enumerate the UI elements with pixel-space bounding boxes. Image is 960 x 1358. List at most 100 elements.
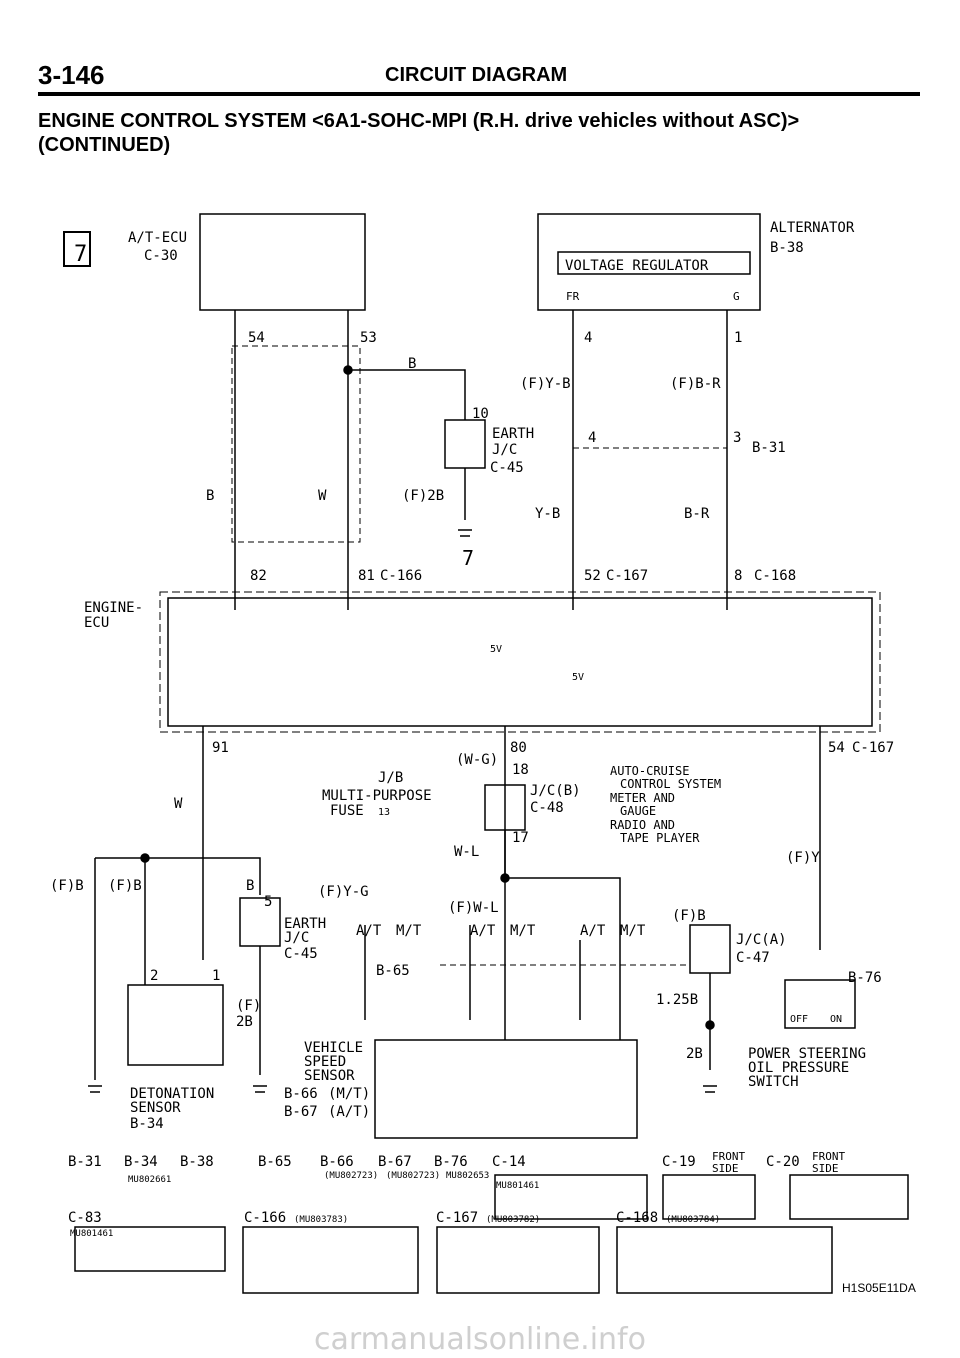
c45-label: C-45 xyxy=(490,460,524,476)
ps-label-2: OIL PRESSURE xyxy=(748,1060,849,1076)
wire-fb-right: (F)B xyxy=(672,908,706,924)
conn-c167: C-167 xyxy=(436,1210,478,1226)
note-6: TAPE PLAYER xyxy=(620,831,700,845)
c47-label: C-47 xyxy=(736,950,770,966)
switch-off: OFF xyxy=(790,1014,808,1025)
front-side-2: FRONT xyxy=(812,1150,845,1163)
jcb-label: J/C(B) xyxy=(530,783,581,799)
engine-ecu-label-2: ECU xyxy=(84,615,109,631)
pn-mu802723-a: (MU802723) xyxy=(324,1171,378,1181)
pin-53: 53 xyxy=(360,330,377,346)
note-2: CONTROL SYSTEM xyxy=(620,777,721,791)
conn-c14: C-14 xyxy=(492,1154,526,1170)
detonation-label-2: SENSOR xyxy=(130,1100,181,1116)
pin-10: 10 xyxy=(472,406,489,422)
conn-c83: C-83 xyxy=(68,1210,102,1226)
wire-fb-left: (F)B xyxy=(50,878,84,894)
vss-label-2: SPEED xyxy=(304,1054,346,1070)
page-box-ref: 7 xyxy=(462,546,474,570)
alternator-box xyxy=(537,213,761,311)
fuse-number: 13 xyxy=(378,807,390,818)
pin-18: 18 xyxy=(512,762,529,778)
conn-b38: B-38 xyxy=(180,1154,214,1170)
diagram-code: H1S05E11DA xyxy=(842,1281,916,1295)
earth-jc-label-2: J/C xyxy=(492,442,517,458)
earth-jc-label: EARTH xyxy=(492,426,534,442)
earth-jc-top xyxy=(444,419,486,469)
c45-label-b: C-45 xyxy=(284,946,318,962)
conn-b67: B-67 xyxy=(378,1154,412,1170)
wire-fbr: (F)B-R xyxy=(670,376,721,392)
wire-w: W xyxy=(318,488,327,504)
conn-b76: B-76 xyxy=(434,1154,468,1170)
watermark: carmanualsonline.info xyxy=(314,1322,646,1357)
b34-label: B-34 xyxy=(130,1116,164,1132)
page-number: 3-146 xyxy=(38,60,105,90)
detonation-label: DETONATION xyxy=(130,1086,214,1102)
pn-mu803784: (MU803784) xyxy=(666,1215,720,1225)
c167-label: C-167 xyxy=(606,568,648,584)
g-terminal: G xyxy=(733,290,740,303)
jb-label: J/B xyxy=(378,770,403,786)
fr-terminal: FR xyxy=(566,290,580,303)
wire-b2: B xyxy=(206,488,214,504)
voltage-regulator-label: VOLTAGE REGULATOR xyxy=(565,258,709,274)
wire-b3: B xyxy=(246,878,254,894)
b38-label: B-38 xyxy=(770,240,804,256)
mt-3: M/T xyxy=(620,923,646,939)
wire-fyb: (F)Y-B xyxy=(520,376,571,392)
header-rule xyxy=(38,92,920,96)
section-title: CIRCUIT DIAGRAM xyxy=(385,64,568,86)
wire-w2: W xyxy=(174,796,183,812)
conn-b65: B-65 xyxy=(258,1154,292,1170)
c166-label: C-166 xyxy=(380,568,422,584)
ps-label-3: SWITCH xyxy=(748,1074,799,1090)
pn-mu802661: MU802661 xyxy=(128,1175,171,1185)
wire-f: (F) xyxy=(236,998,261,1014)
fuse-label-2: FUSE xyxy=(330,803,364,819)
pin-8: 8 xyxy=(734,568,742,584)
at-3: A/T xyxy=(580,923,606,939)
pin-4b: 4 xyxy=(588,430,596,446)
pn-mu803782: (MU803782) xyxy=(486,1215,540,1225)
diagram-subtitle: ENGINE CONTROL SYSTEM <6A1-SOHC-MPI (R.H… xyxy=(38,110,800,132)
circuit-diagram: 7 7 A/T-ECU C-30 ALTERNATOR B-38 VOLTAGE… xyxy=(50,213,916,1295)
wire-fyg: (F)Y-G xyxy=(318,884,369,900)
wire-yb: Y-B xyxy=(535,506,560,522)
note-1: AUTO-CRUISE xyxy=(610,764,689,778)
conn-b31: B-31 xyxy=(68,1154,102,1170)
wire-fwl: (F)W-L xyxy=(448,900,499,916)
wire-2b: 2B xyxy=(236,1014,253,1030)
pin-5: 5 xyxy=(264,894,272,910)
conn-b66: B-66 xyxy=(320,1154,354,1170)
conn-b34: B-34 xyxy=(124,1154,158,1170)
switch-on: ON xyxy=(830,1014,842,1025)
at-2: A/T xyxy=(470,923,496,939)
pin-81: 81 xyxy=(358,568,375,584)
mt-2: M/T xyxy=(510,923,536,939)
front-side-1: FRONT xyxy=(712,1150,745,1163)
conn-c166: C-166 xyxy=(244,1210,286,1226)
wire-wl: W-L xyxy=(454,844,479,860)
alternator-label: ALTERNATOR xyxy=(770,220,855,236)
front-side-2b: SIDE xyxy=(812,1162,839,1175)
page-box-label: 7 xyxy=(74,242,87,267)
page-box-icon xyxy=(63,231,91,267)
vss-label: VEHICLE xyxy=(304,1040,363,1056)
pin-4: 4 xyxy=(584,330,592,346)
at-tag: (A/T) xyxy=(328,1104,370,1120)
engine-ecu-label: ENGINE- xyxy=(84,600,143,616)
pin-91: 91 xyxy=(212,740,229,756)
mt-tag: (M/T) xyxy=(328,1086,370,1102)
note-4: GAUGE xyxy=(620,804,656,818)
b31-label: B-31 xyxy=(752,440,786,456)
wire-fy: (F)Y xyxy=(786,850,820,866)
diagram-subtitle-continued: (CONTINUED) xyxy=(38,134,171,156)
pin-1: 1 xyxy=(734,330,742,346)
b67-label: B-67 xyxy=(284,1104,318,1120)
b66-label: B-66 xyxy=(284,1086,318,1102)
b76-label: B-76 xyxy=(848,970,882,986)
b65-label: B-65 xyxy=(376,963,410,979)
wire-2b-right: 2B xyxy=(686,1046,703,1062)
fuse-label: MULTI-PURPOSE xyxy=(322,788,432,804)
